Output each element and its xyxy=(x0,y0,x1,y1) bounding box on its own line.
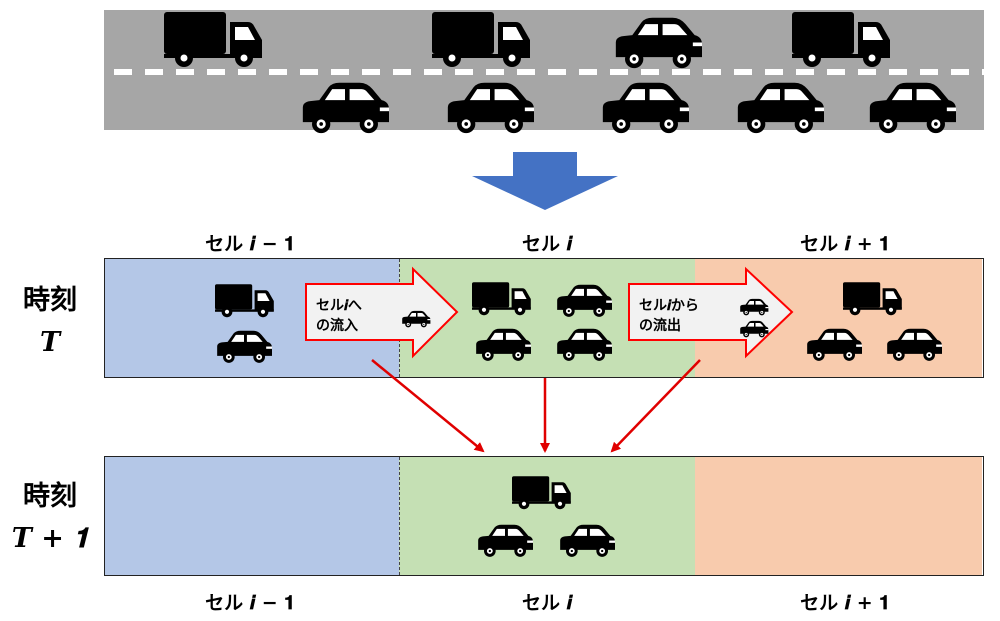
cell-label-center-top: セル 𝒊 xyxy=(522,233,572,255)
cell-label-right-top: セル 𝒊 + 𝟏 xyxy=(800,233,890,255)
time-label-t-var: 𝑻 xyxy=(39,327,61,358)
time-label-t: 時刻 𝑻 xyxy=(0,280,100,364)
time-label-t1-var: 𝑻 + 𝟏 xyxy=(11,523,89,554)
road-lane-divider xyxy=(114,69,984,75)
road-illustration xyxy=(104,10,984,130)
connector-arrow-right xyxy=(610,359,701,453)
cell-label-left-bottom: セル 𝒊 − 𝟏 xyxy=(205,592,295,614)
time-label-t1: 時刻 𝑻 + 𝟏 xyxy=(0,476,100,560)
inflow-arrow xyxy=(305,266,459,359)
cell-label-right-bottom: セル 𝒊 + 𝟏 xyxy=(800,592,890,614)
time-label-t-word: 時刻 xyxy=(23,285,77,316)
inflow-text-line2: の流入 xyxy=(316,318,358,334)
outflow-text-line1: セル𝒊から xyxy=(639,298,699,314)
inflow-text: セル𝒊へ の流入 xyxy=(316,296,362,336)
cell-center-t1 xyxy=(399,457,697,575)
cell-label-left-top: セル 𝒊 − 𝟏 xyxy=(205,233,295,255)
outflow-text-line2: の流出 xyxy=(639,318,681,334)
time-t1-row xyxy=(104,456,984,576)
outflow-arrow xyxy=(628,266,794,359)
down-arrow-icon xyxy=(472,152,618,210)
cell-left-t1 xyxy=(105,457,399,575)
cell-right-t1 xyxy=(695,457,982,575)
cell-label-center-bottom: セル 𝒊 xyxy=(522,592,572,614)
outflow-text: セル𝒊から の流出 xyxy=(639,296,699,336)
inflow-text-line1: セル𝒊へ xyxy=(316,298,362,314)
connector-arrow-left xyxy=(371,359,485,453)
time-label-t1-word: 時刻 xyxy=(23,481,77,512)
